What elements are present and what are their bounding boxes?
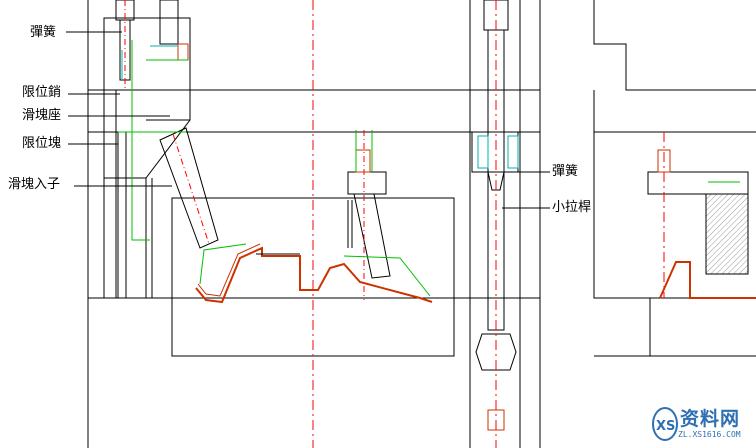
label-small-pull-rod: 小拉桿 (552, 200, 592, 215)
construction-lines-left (118, 40, 188, 241)
section-view-right (593, 0, 756, 357)
label-spring-top: 彈簧 (30, 25, 57, 40)
watermark-text: 资料网 (680, 408, 741, 430)
molded-part (195, 243, 433, 304)
label-stop-block: 限位塊 (22, 136, 62, 151)
watermark-url: ZL.XS1616.COM (678, 430, 741, 439)
label-spring-right: 彈簧 (552, 164, 579, 179)
leader-lines (66, 31, 550, 209)
slide-assembly (103, 0, 219, 299)
lifter-assembly (347, 130, 391, 300)
svg-text:XS: XS (656, 419, 675, 434)
pull-rod-assembly (471, 0, 519, 448)
label-stop-pin: 限位銷 (22, 85, 62, 100)
xs-logo-icon: XS (652, 407, 678, 441)
label-slide-seat: 滑塊座 (22, 108, 62, 123)
watermark: XS 资料网 ZL.XS1616.COM (652, 402, 754, 446)
mold-plates (87, 0, 541, 448)
label-slide-insert: 滑塊入子 (8, 177, 61, 192)
